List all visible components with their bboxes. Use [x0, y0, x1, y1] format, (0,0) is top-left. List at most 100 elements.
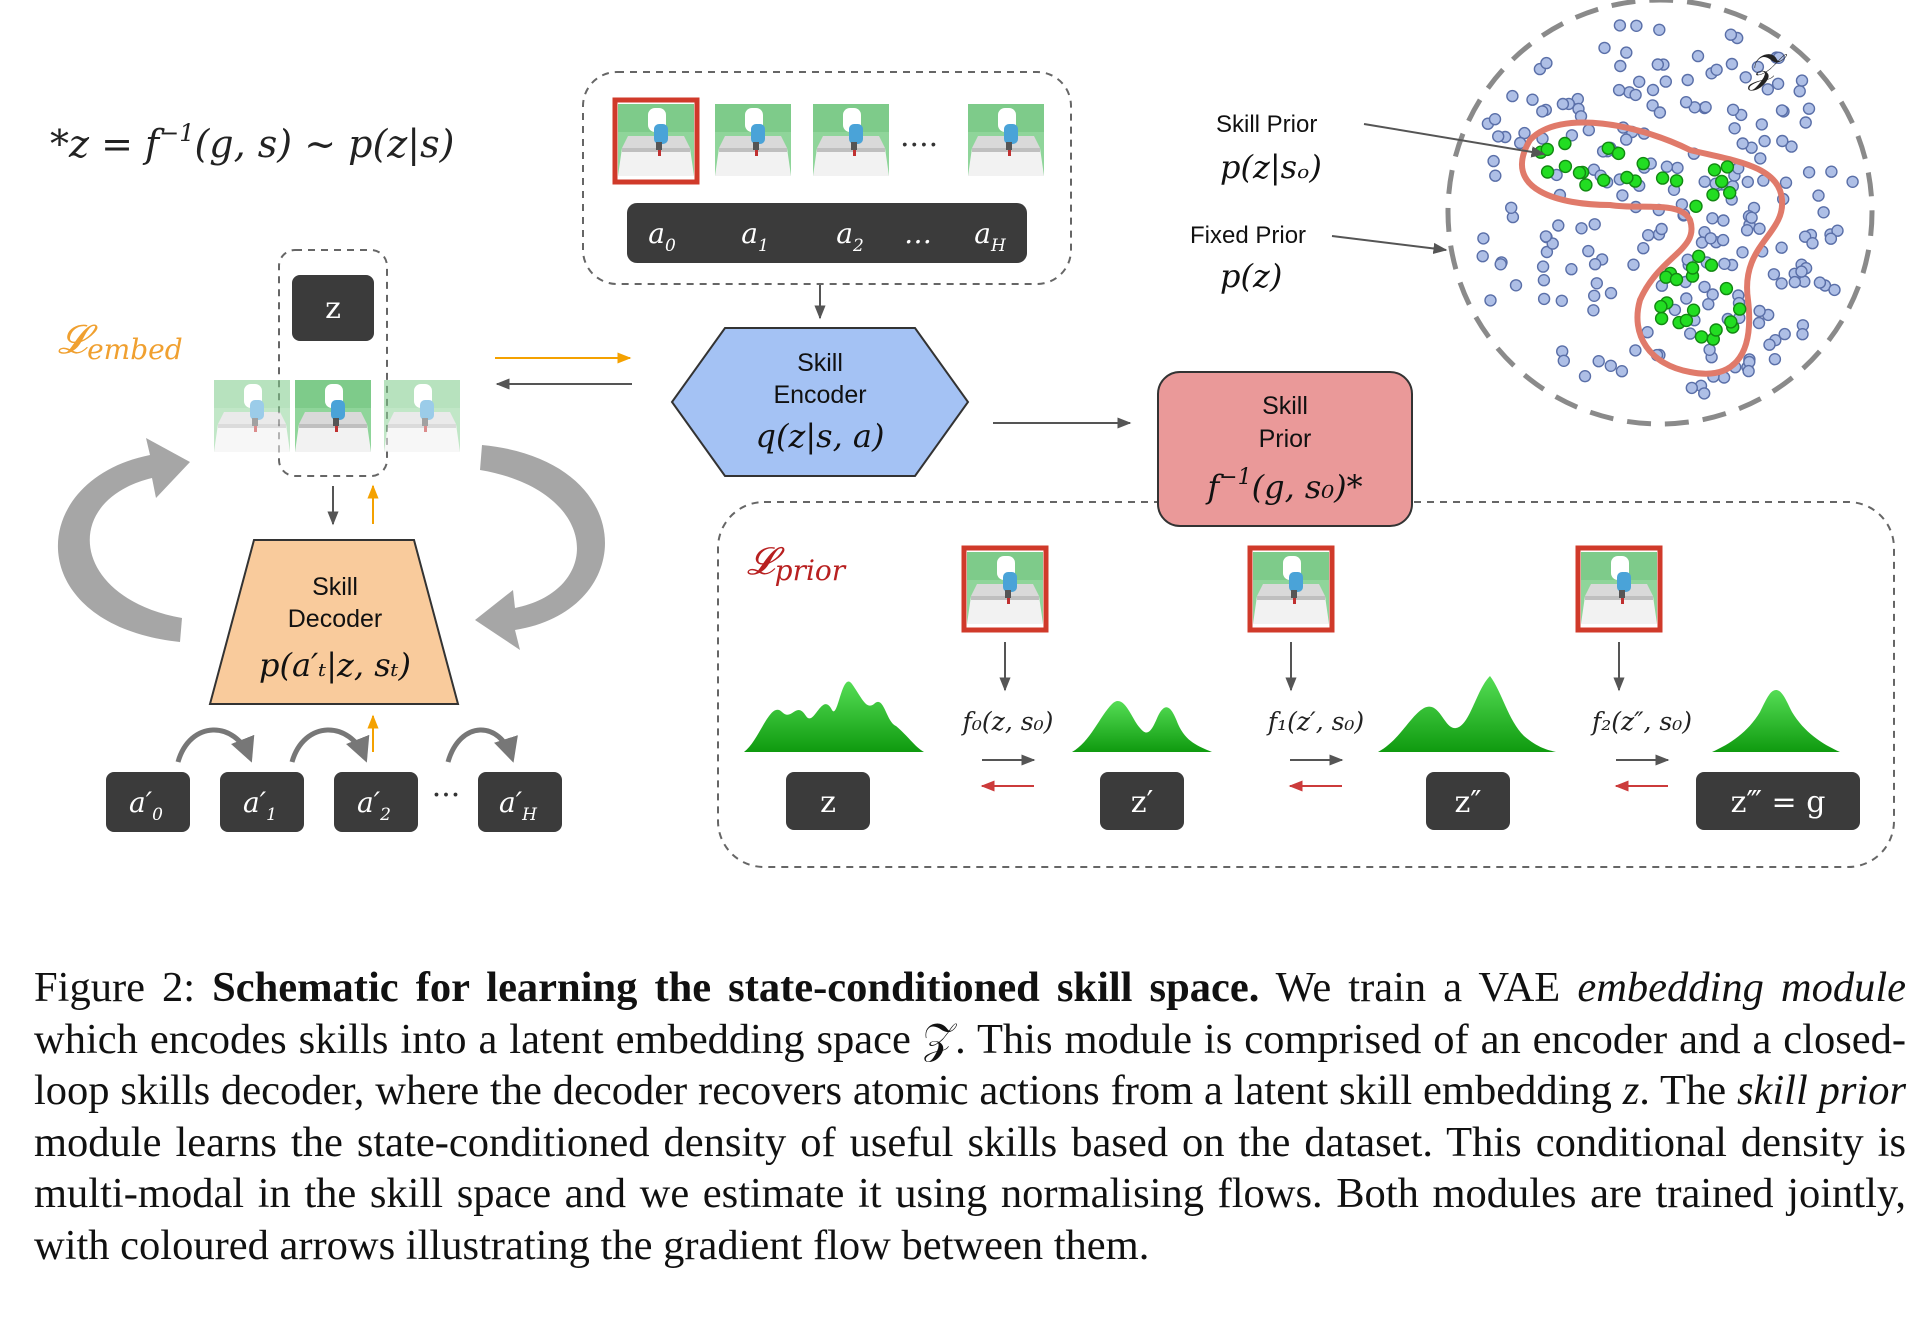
latent-point [1587, 304, 1600, 317]
latent-point [1637, 241, 1650, 255]
latent-point [1802, 166, 1816, 179]
caption-text-4: module learns the state-conditioned dens… [34, 1118, 1906, 1269]
skill-prior-density-formula: p(z|sₒ) [1220, 148, 1322, 186]
autoregressive-arrow-1 [175, 727, 255, 763]
latent-point [1751, 60, 1765, 74]
flow-transform-1: f₁(z′, s₀) [1266, 707, 1364, 736]
fixed-prior-pointer [1331, 235, 1448, 255]
latent-point [1785, 140, 1798, 153]
latent-point [1813, 276, 1827, 289]
latent-point [1846, 175, 1859, 189]
latent-point [1582, 123, 1596, 137]
embed-frame-right [384, 380, 460, 452]
latent-point [1699, 100, 1712, 114]
latent-point [1484, 294, 1497, 307]
prior-point [1689, 199, 1703, 214]
latent-point [1575, 222, 1588, 235]
prior-point [1620, 170, 1634, 185]
latent-point [1653, 106, 1667, 119]
trajectory-actions-bar [627, 203, 1027, 263]
latent-point [1587, 289, 1601, 302]
latent-point [1592, 355, 1605, 368]
prior-point [1685, 261, 1700, 275]
skill-encoder-formula: q(z|s, a) [756, 417, 885, 455]
trajectory-frame-1 [612, 97, 700, 185]
prior-point [1579, 178, 1593, 192]
skill-decoder-subtitle: Decoder [288, 605, 383, 633]
prior-point [1707, 163, 1722, 177]
decoder-action-box-2 [334, 772, 418, 832]
latent-point [1588, 218, 1601, 231]
latent-point [1710, 63, 1723, 77]
latent-point [1754, 152, 1767, 165]
skill-prior-points [1534, 136, 1747, 346]
latent-point [1537, 292, 1551, 306]
latent-point [1736, 137, 1749, 150]
latent-point [1825, 165, 1838, 178]
trajectory-action-0: a0 [648, 217, 676, 256]
latent-point [1598, 41, 1611, 55]
trajectory-frame-3 [813, 104, 889, 176]
latent-point [1604, 359, 1618, 372]
caption-title: Schematic for learning the state-conditi… [212, 964, 1260, 1011]
prior-point [1596, 173, 1611, 188]
caption-emph-2: z [1622, 1067, 1640, 1114]
embed-frame-center [295, 380, 371, 452]
latent-point [1775, 277, 1788, 290]
latent-point [1698, 175, 1711, 188]
latent-point [1758, 134, 1771, 148]
latent-point [1487, 154, 1500, 168]
latent-point [1799, 116, 1812, 129]
latent-point [1755, 118, 1769, 131]
latent-point [1615, 365, 1629, 378]
decoder-action-3: a′H [499, 786, 538, 825]
latent-point [1613, 19, 1627, 32]
conditioning-formula: *z = f−1(g, s) ∼ p(z|s) [50, 119, 454, 166]
latent-point [1629, 88, 1642, 102]
latent-point [1614, 59, 1627, 73]
latent-point [1646, 99, 1659, 112]
prior-point [1611, 146, 1626, 161]
latent-point [1552, 219, 1565, 232]
latent-point [1745, 211, 1758, 224]
latent-point [1717, 214, 1730, 227]
latent-point [1630, 19, 1643, 32]
skill-prior-formula: f−1(g, s₀)* [1205, 465, 1362, 506]
prior-point [1709, 323, 1723, 337]
skill-encoder-title: Skill [797, 349, 843, 377]
flow-node-label-0: z [820, 785, 836, 820]
prior-point [1694, 330, 1709, 344]
latent-point [1565, 263, 1578, 276]
fixed-prior-density-formula: p(z) [1220, 257, 1282, 295]
embed-frame-left [214, 380, 290, 452]
latent-point [1740, 223, 1754, 237]
latent-point [1685, 381, 1699, 395]
prior-point [1686, 303, 1701, 317]
latent-point [1779, 176, 1793, 189]
skill-decoder-formula: p(a′ₜ|z, sₜ) [259, 646, 411, 684]
prior-point [1540, 165, 1555, 179]
caption-label: Figure 2: [34, 964, 213, 1011]
trajectory-ellipsis: .... [900, 119, 938, 154]
latent-point [1491, 130, 1505, 143]
prior-point [1654, 311, 1669, 326]
latent-point [1646, 83, 1660, 97]
latent-point [1817, 206, 1830, 219]
latent-point [1683, 327, 1697, 340]
latent-point [1629, 344, 1642, 357]
latent-point [1778, 327, 1791, 341]
latent-point [1767, 268, 1781, 281]
prior-point [1714, 174, 1729, 189]
latent-point [1753, 222, 1766, 235]
prior-point [1636, 156, 1650, 171]
caption-text-3: . The [1639, 1067, 1737, 1114]
latent-space-boundary [1445, 0, 1875, 427]
flow-node-box-0 [786, 772, 870, 830]
prior-point [1704, 258, 1719, 272]
trajectory-action-4: aH [974, 217, 1007, 256]
latent-point [1725, 57, 1739, 71]
flow-node-box-3 [1696, 772, 1860, 830]
latent-point [1489, 169, 1502, 182]
